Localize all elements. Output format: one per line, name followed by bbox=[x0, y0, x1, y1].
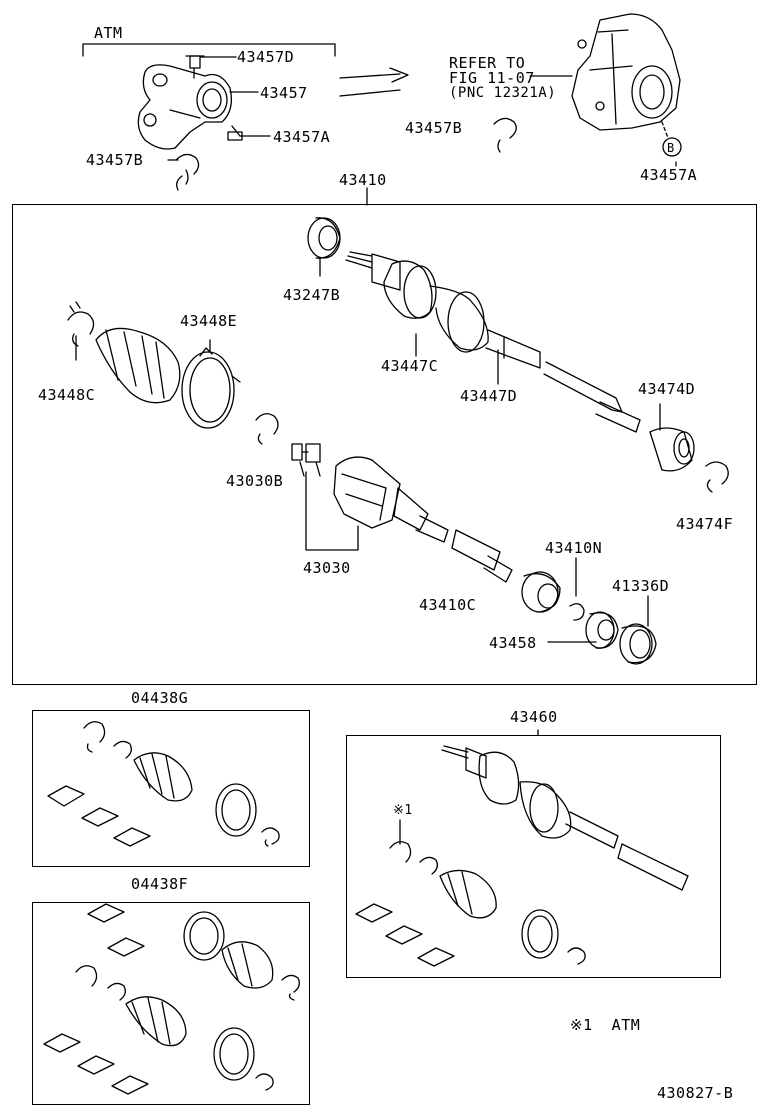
seal-43458 bbox=[585, 611, 619, 649]
figure-id: 430827-B bbox=[657, 1084, 734, 1102]
kit-04438F-box bbox=[32, 902, 310, 1105]
kit-label-04438G: 04438G bbox=[131, 689, 189, 707]
part-label-43448E: 43448E bbox=[180, 312, 238, 330]
kit-04438F-parts bbox=[43, 903, 300, 1095]
clip-43457B-left bbox=[175, 153, 200, 191]
seal-41336D bbox=[619, 595, 657, 665]
part-label-43030B: 43030B bbox=[226, 472, 284, 490]
part-label-43410C: 43410C bbox=[419, 596, 477, 614]
clip-43457B-right bbox=[493, 117, 517, 153]
part-label-43247B: 43247B bbox=[283, 286, 341, 304]
tripod-joint-43030 bbox=[291, 443, 513, 583]
part-label-43457B-left: 43457B bbox=[86, 151, 144, 169]
part-label-43457A-left: 43457A bbox=[273, 128, 331, 146]
assembly-43460-parts bbox=[355, 745, 689, 967]
bolt-43457D bbox=[185, 55, 205, 79]
part-label-43457A-right: 43457A bbox=[640, 166, 698, 184]
part-label-43457D: 43457D bbox=[237, 48, 295, 66]
outer-joint-shaft bbox=[345, 251, 641, 433]
part-label-43448C: 43448C bbox=[38, 386, 96, 404]
bearing-43474D bbox=[649, 403, 695, 472]
part-label-43410: 43410 bbox=[339, 171, 387, 189]
bearing-bracket-43457 bbox=[137, 64, 233, 150]
clamp-43448E bbox=[181, 339, 241, 429]
clip-43030B bbox=[255, 413, 279, 445]
seal-43247B bbox=[307, 217, 341, 277]
note-mark: ※1 bbox=[393, 803, 413, 818]
part-label-43457: 43457 bbox=[260, 84, 308, 102]
part-label-43447C: 43447C bbox=[381, 357, 439, 375]
note-text: ※1 ATM bbox=[570, 1016, 641, 1034]
part-label-43030: 43030 bbox=[303, 559, 351, 577]
part-label-43460: 43460 bbox=[510, 708, 558, 726]
kit-04438G-box bbox=[32, 710, 310, 867]
kit-04438G-parts bbox=[47, 721, 280, 847]
steering-knuckle bbox=[571, 13, 681, 131]
bolt-43457A bbox=[227, 125, 243, 141]
atm-label: ATM bbox=[94, 24, 123, 42]
main-assembly-box bbox=[12, 204, 757, 685]
callout-circle bbox=[662, 137, 682, 157]
part-label-43410N: 43410N bbox=[545, 539, 603, 557]
refer-line-3: (PNC 12321A) bbox=[449, 85, 557, 101]
assembly-43460-box bbox=[346, 735, 721, 978]
part-label-43474F: 43474F bbox=[676, 515, 734, 533]
part-label-43447D: 43447D bbox=[460, 387, 518, 405]
part-label-43457B-right: 43457B bbox=[405, 119, 463, 137]
leader-43030 bbox=[305, 471, 359, 551]
part-label-43458: 43458 bbox=[489, 634, 537, 652]
boot-43448 bbox=[95, 327, 181, 404]
callout-b-letter: B bbox=[667, 141, 675, 155]
bearing-43410C bbox=[521, 571, 561, 613]
refer-line-2: FIG 11-07 bbox=[449, 69, 535, 87]
refer-line-1: REFER TO bbox=[449, 54, 526, 72]
clip-43474F bbox=[705, 461, 729, 493]
part-label-41336D: 41336D bbox=[612, 577, 670, 595]
part-label-43474D: 43474D bbox=[638, 380, 696, 398]
atm-bracket bbox=[82, 43, 336, 57]
kit-label-04438F: 04438F bbox=[131, 875, 189, 893]
clamp-43448C bbox=[67, 311, 95, 347]
snapring-43410N bbox=[569, 603, 585, 621]
refer-arrow bbox=[339, 67, 409, 97]
